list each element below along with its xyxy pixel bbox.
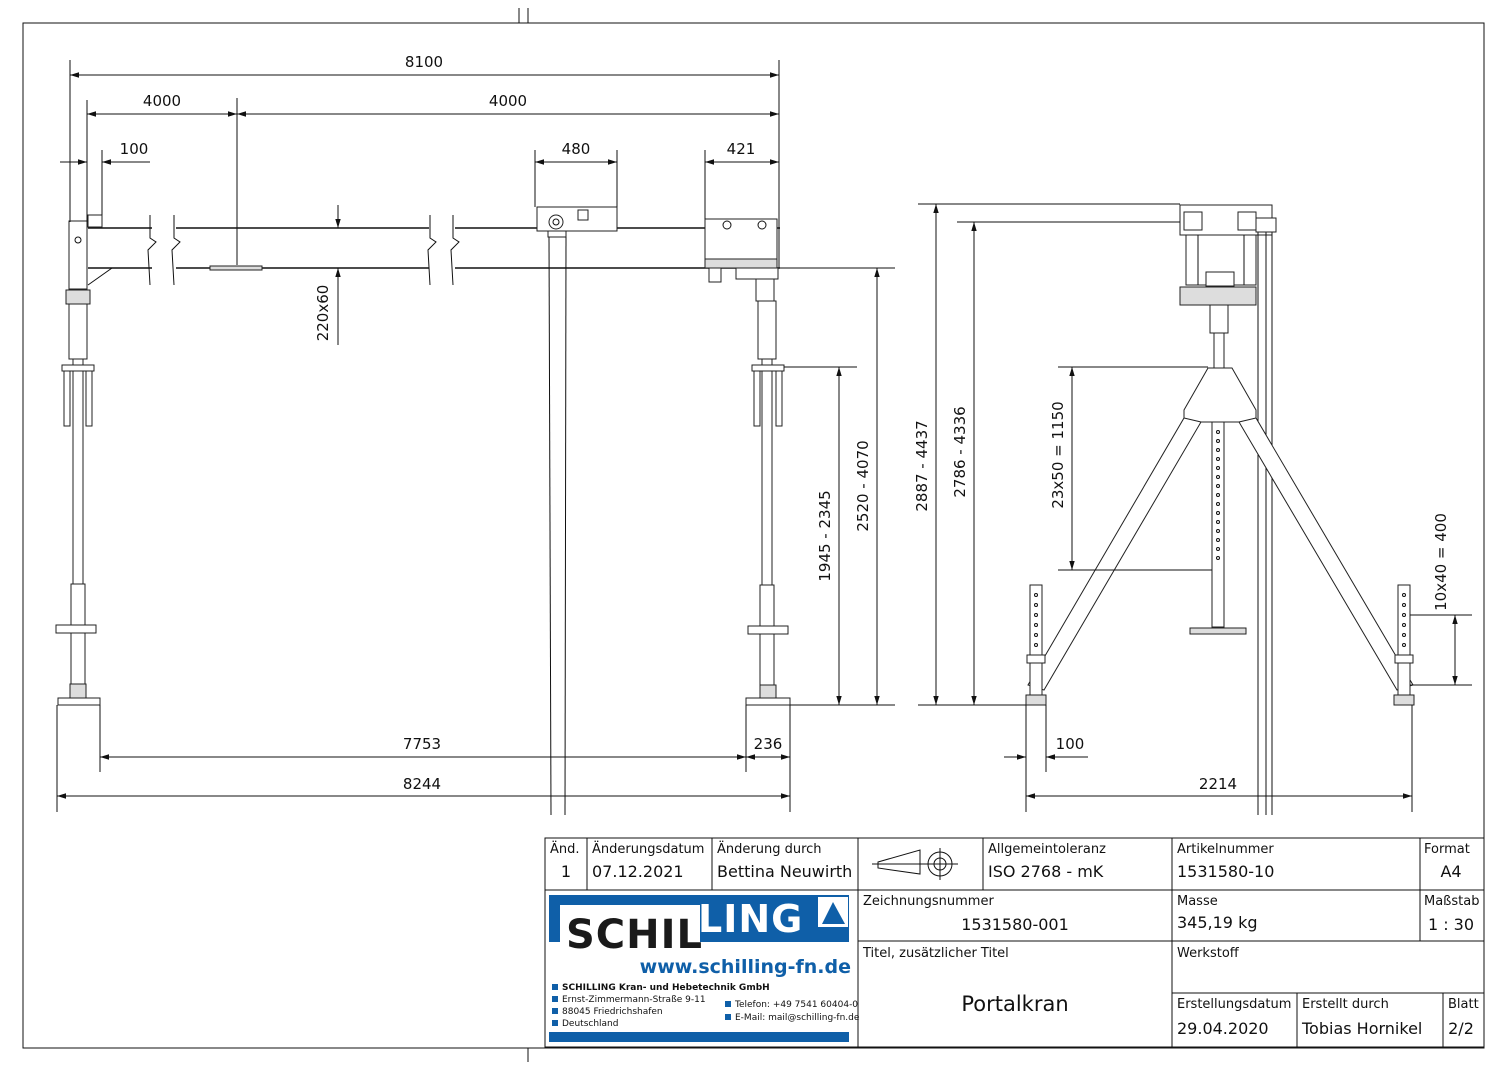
change-date-label: Änderungsdatum [592, 841, 704, 857]
dim-height-c: 2887 - 4437 [913, 420, 931, 511]
dim-trolley-width: 480 [562, 140, 591, 158]
mass-value: 345,19 kg [1177, 913, 1258, 932]
material-label: Werkstoff [1177, 946, 1240, 961]
mass-label: Masse [1177, 894, 1218, 909]
brand-bar [549, 1032, 849, 1042]
article-value: 1531580-10 [1177, 862, 1274, 881]
drawing-number-label: Zeichnungsnummer [863, 894, 994, 909]
rev-label: Änd. [550, 841, 580, 857]
dim-left-half: 4000 [143, 92, 181, 110]
sheet-value: 2/2 [1448, 1019, 1474, 1038]
side-view: 2887 - 4437 2786 - 4336 23x50 = 1150 10x… [913, 203, 1472, 815]
address-bullets [552, 984, 731, 1026]
format-label: Format [1424, 842, 1470, 857]
dim-overall-top: 8100 [405, 53, 443, 71]
logo-text-part2: LING [698, 897, 803, 941]
sheet-label: Blatt [1448, 997, 1479, 1012]
front-view: 8100 4000 4000 100 480 421 220x60 1945 -… [55, 53, 895, 816]
dim-holes-foot: 10x40 = 400 [1432, 513, 1450, 611]
logo-triangle-icon [822, 902, 845, 924]
dim-foot-offset: 236 [754, 735, 783, 753]
rev-value: 1 [561, 862, 571, 881]
company-city: 88045 Friedrichshafen [562, 1007, 663, 1017]
dim-beam-profile: 220x60 [314, 285, 332, 342]
dim-height-b: 2520 - 4070 [854, 440, 872, 531]
company-website: www.schilling-fn.de [640, 956, 851, 978]
created-date-value: 29.04.2020 [1177, 1019, 1269, 1038]
company-email: E-Mail: mail@schilling-fn.de [735, 1013, 860, 1023]
scale-label: Maßstab [1424, 894, 1479, 909]
format-value: A4 [1440, 862, 1461, 881]
change-date-value: 07.12.2021 [592, 862, 684, 881]
article-label: Artikelnummer [1177, 842, 1274, 857]
title-label: Titel, zusätzlicher Titel [862, 946, 1009, 961]
drawing-frame [22, 22, 1485, 1049]
company-name: SCHILLING Kran- und Hebetechnik GmbH [562, 983, 770, 993]
tolerance-value: ISO 2768 - mK [988, 862, 1104, 881]
created-by-value: Tobias Hornikel [1301, 1019, 1422, 1038]
dim-span-outer: 8244 [403, 775, 441, 793]
change-by-value: Bettina Neuwirth [717, 862, 852, 881]
logo-text-part1: SCHIL [566, 912, 703, 958]
company-country: Deutschland [562, 1019, 618, 1029]
dim-side-width: 2214 [1199, 775, 1237, 793]
company-street: Ernst-Zimmermann-Straße 9-11 [562, 995, 706, 1005]
dim-span-inner: 7753 [403, 735, 441, 753]
company-logo: SCHIL LING [549, 895, 849, 958]
scale-value: 1 : 30 [1428, 915, 1474, 934]
hole-row [1216, 430, 1220, 560]
dim-hoist-width: 421 [727, 140, 756, 158]
title-block: Änd. 1 Änderungsdatum 07.12.2021 Änderun… [544, 837, 1485, 1048]
dim-height-a: 1945 - 2345 [816, 490, 834, 581]
dim-height-d: 2786 - 4336 [951, 406, 969, 497]
dim-right-half: 4000 [489, 92, 527, 110]
company-phone: Telefon: +49 7541 60404-0 [734, 1000, 858, 1010]
drawing-title: Portalkran [961, 992, 1068, 1016]
dim-holes-main: 23x50 = 1150 [1049, 401, 1067, 508]
created-by-label: Erstellt durch [1302, 997, 1389, 1012]
drawing-number-value: 1531580-001 [961, 915, 1069, 934]
dim-side-foot: 100 [1056, 735, 1085, 753]
projection-symbol-icon [872, 848, 958, 880]
created-date-label: Erstellungsdatum [1177, 997, 1291, 1012]
tolerance-label: Allgemeintoleranz [988, 842, 1106, 857]
change-by-label: Änderung durch [717, 841, 822, 857]
dim-offset-small: 100 [120, 140, 149, 158]
